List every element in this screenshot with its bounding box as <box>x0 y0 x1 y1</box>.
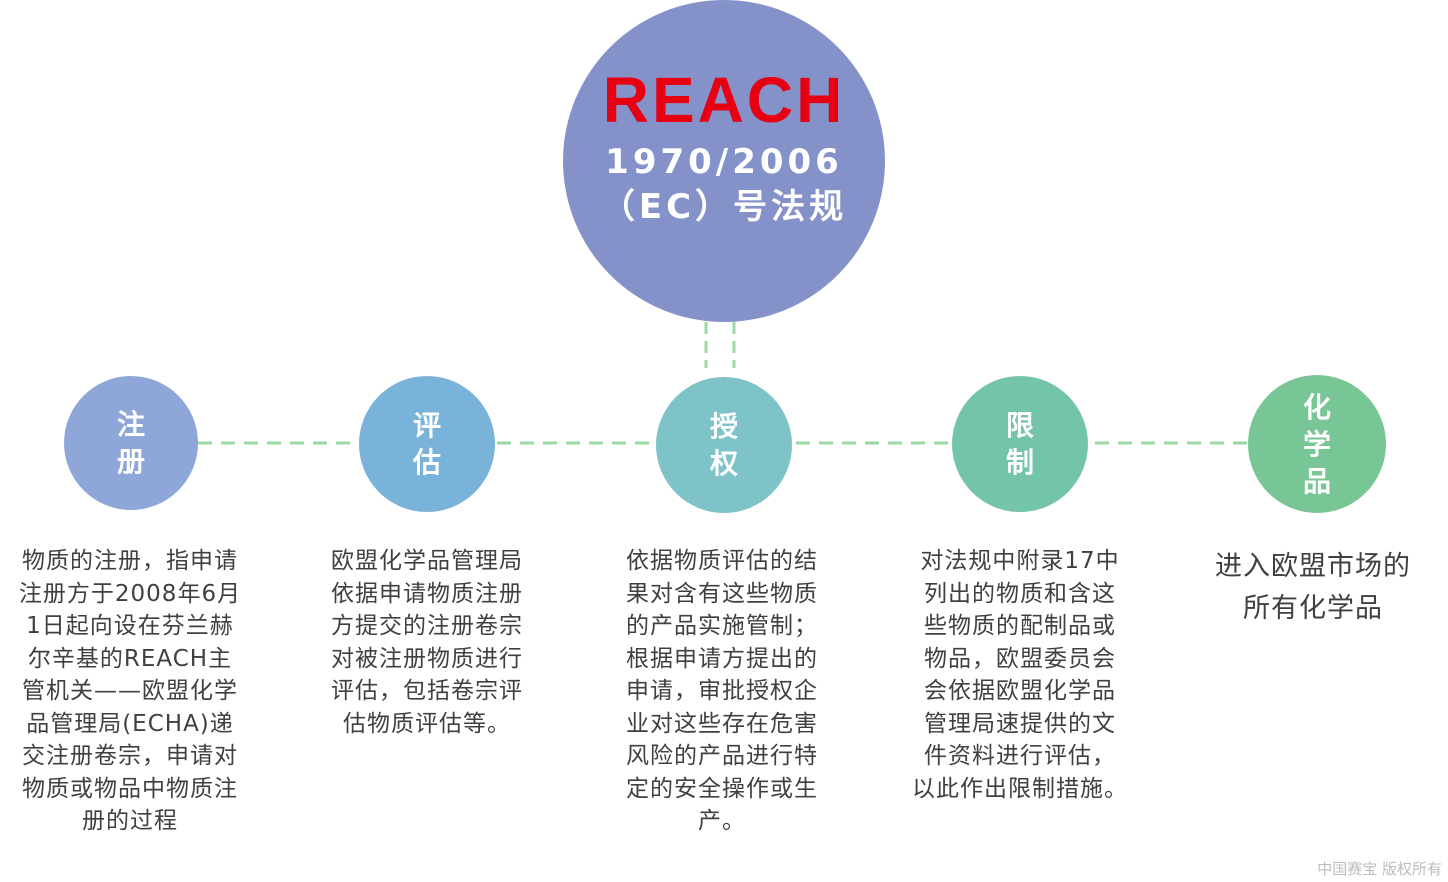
step-description-restriction: 对法规中附录17中 列出的物质和含这 些物质的配制品或 物品，欧盟委员会 会依据… <box>912 548 1128 802</box>
step-node-evaluation: 评 估 <box>359 376 495 512</box>
step-description-evaluation: 欧盟化学品管理局 依据申请物质注册 方提交的注册卷宗 对被注册物质进行 评估，包… <box>331 548 523 737</box>
copyright-watermark: 中国赛宝 版权所有 <box>1317 860 1442 878</box>
step-label: 限 制 <box>1005 409 1034 479</box>
step-node-authorisation: 授 权 <box>656 377 792 513</box>
step-description-authorisation: 依据物质评估的结 果对含有这些物质 的产品实施管制； 根据申请方提出的 申请，审… <box>626 548 818 834</box>
hub-title: REACH <box>602 64 846 136</box>
step-label: 授 权 <box>709 410 738 480</box>
hub-regulation-suffix: （EC）号法规 <box>600 187 848 227</box>
reach-hub-circle: REACH 1970/2006 （EC）号法规 <box>563 0 885 322</box>
step-label: 注 册 <box>116 408 145 478</box>
step-node-chemicals: 化 学 品 <box>1248 375 1386 513</box>
step-label: 评 估 <box>412 409 441 479</box>
step-node-registration: 注 册 <box>64 376 198 510</box>
step-node-restriction: 限 制 <box>952 376 1088 512</box>
step-description-chemicals: 进入欧盟市场的 所有化学品 <box>1215 551 1411 624</box>
step-description-registration: 物质的注册，指申请 注册方于2008年6月 1日起向设在芬兰赫 尔辛基的REAC… <box>18 548 242 834</box>
step-label: 化 学 品 <box>1302 390 1331 498</box>
hub-regulation-number: 1970/2006 <box>605 142 843 182</box>
